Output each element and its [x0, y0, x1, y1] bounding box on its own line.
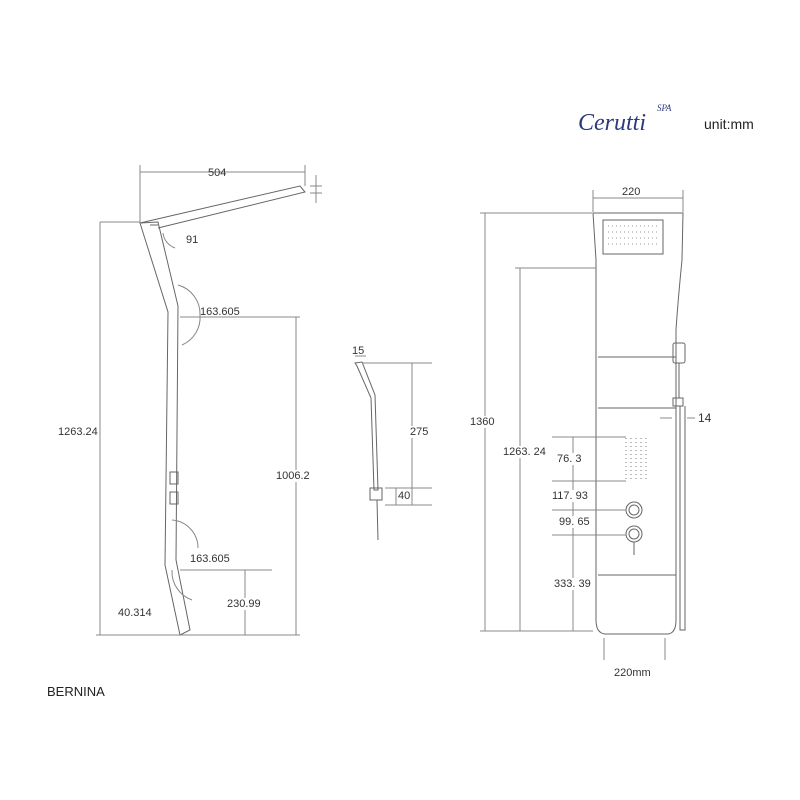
- dim-body-height: 1263. 24: [503, 446, 546, 458]
- rain-shower-head: [602, 219, 664, 255]
- dim-bottom-height: 333. 39: [554, 578, 591, 590]
- dim-upper-height: 1006.2: [276, 470, 310, 482]
- dim-handshower-height: 275: [410, 426, 429, 438]
- side-view-dimensions: [96, 165, 322, 636]
- front-view-jets: [625, 438, 647, 480]
- dim-gap-2: 99. 65: [559, 516, 590, 528]
- side-view-panel: [139, 185, 306, 636]
- dim-jets-height: 76. 3: [557, 453, 582, 465]
- dim-front-total-height: 1360: [470, 416, 495, 428]
- front-view-panel: [592, 212, 686, 635]
- dim-arm-length: 504: [208, 167, 227, 179]
- dim-holder: 40: [398, 490, 411, 502]
- dim-total-height: 1263.24: [58, 426, 98, 438]
- dim-gap-1: 117. 93: [552, 490, 588, 502]
- front-view-rain-dots: [608, 225, 658, 245]
- dim-lower-bend-angle: 163.605: [190, 553, 230, 565]
- dim-top-width: 220: [622, 186, 641, 198]
- unit-label: unit:mm: [704, 116, 754, 132]
- dim-bottom-width: 220mm: [614, 667, 651, 679]
- dim-arm-angle: 91: [186, 234, 199, 246]
- dim-upper-bend-angle: 163.605: [200, 306, 240, 318]
- model-name: BERNINA: [47, 684, 105, 699]
- dim-handshower-width: 15: [352, 345, 365, 357]
- dim-bottom-offset: 40.314: [118, 607, 152, 619]
- dim-lower-height: 230.99: [227, 598, 261, 610]
- handshower-detail: [354, 361, 383, 541]
- brand-logo: Cerutti: [578, 110, 647, 136]
- dim-rail-offset: 14: [698, 411, 712, 425]
- brand-logo-sub: SPA: [657, 103, 672, 113]
